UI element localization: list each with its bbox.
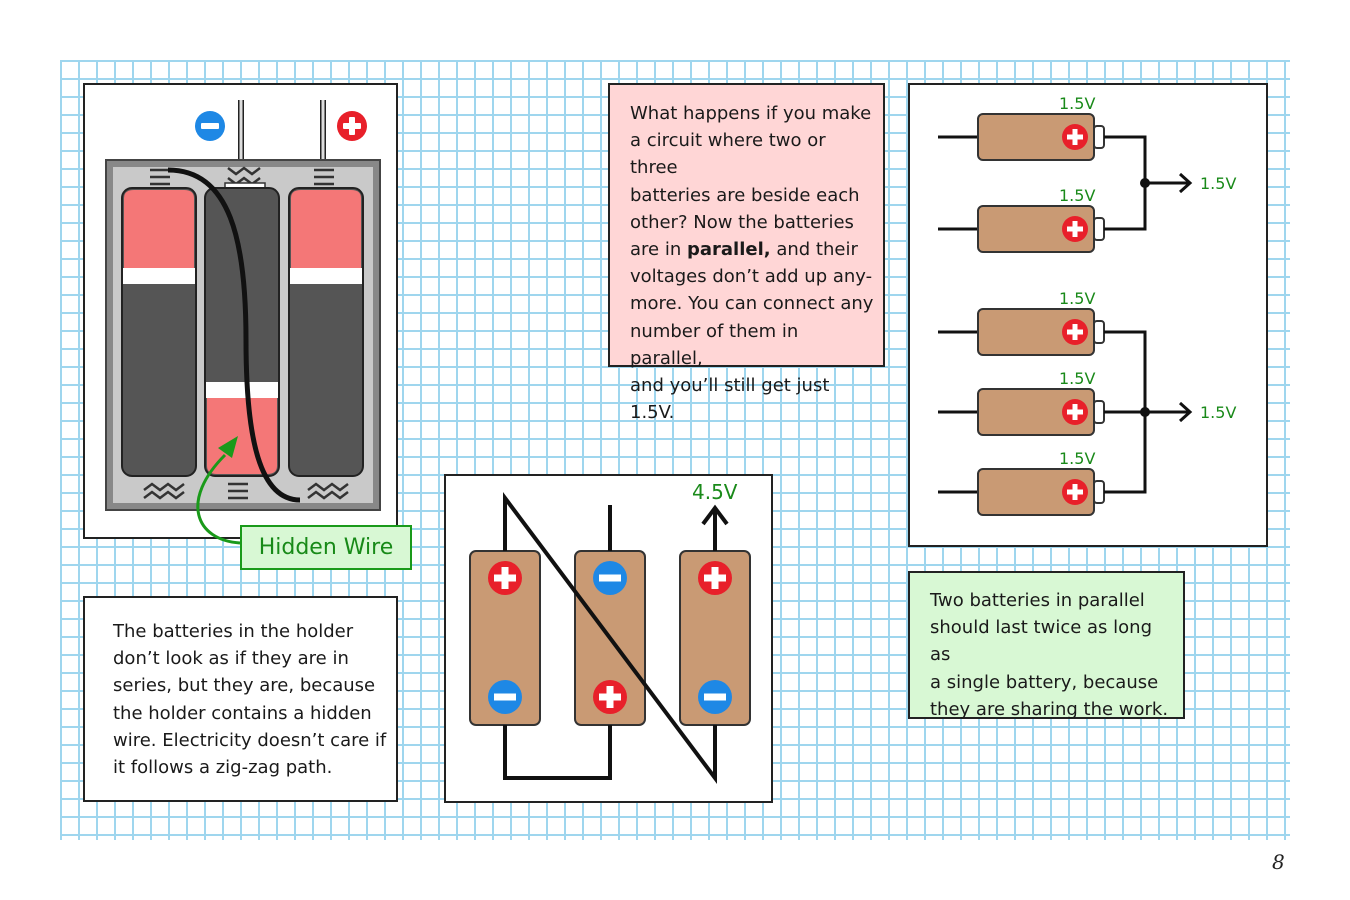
junction-dot [1140,178,1150,188]
text-line: What happens if you make [630,103,872,124]
plus-icon [1072,324,1078,340]
text-line: more. You can connect any [630,293,874,315]
arrow-icon [1178,172,1193,194]
junction-dot [1140,407,1150,417]
hidden-wire-label: Hidden Wire [240,525,412,570]
parallel-circuit-diagram: 1.5V 1.5V 1.5V 1.5V 1.5V 1.5V 1.5V [938,94,1236,516]
battery-terminal [1093,480,1105,504]
arrow-icon [1178,401,1193,423]
series-voltage-label: 4.5V [692,480,738,504]
text-fragment: are in [630,239,687,261]
text-line: voltages don’t add up any- [630,266,873,288]
plus-icon [593,680,627,714]
text-line: they are sharing the work. [930,698,1169,720]
parallel-explanation-text: What happens if you make a circuit where… [630,100,875,426]
battery-holder-illustration [105,100,381,545]
holder-explanation-text: The batteries in the holder don’t look a… [113,618,388,781]
text-line: don’t look as if they are in [113,648,349,670]
text-line: a single battery, because [930,671,1159,693]
text-line: batteries are beside each [630,184,860,206]
plus-icon [1072,129,1078,145]
plus-icon [337,111,367,141]
text-line: The batteries in the holder [113,621,354,642]
series-zigzag-diagram: 4.5V [469,480,751,784]
holder-text-panel [83,596,398,802]
text-line: should last twice as long as [930,617,1152,666]
minus-icon [195,111,225,141]
battery-terminal [1093,217,1105,241]
parallel-text-panel [608,83,885,367]
text-line: a circuit where two or three [630,130,826,179]
text-line: series, but they are, because [113,675,376,697]
bold-word: parallel, [686,239,771,261]
battery-voltage-label: 1.5V [1059,449,1095,468]
minus-icon [488,680,522,714]
battery-terminal [1093,320,1105,344]
green-note-text: Two batteries in parallel should last tw… [930,587,1175,723]
text-fragment: and their [770,239,858,261]
plus-icon [1072,484,1078,500]
green-note-panel [908,571,1185,719]
battery-terminal [1093,125,1105,149]
plus-icon [1072,404,1078,420]
text-line: the holder contains a hidden [113,702,372,724]
battery-voltage-label: 1.5V [1059,186,1095,205]
battery-terminal [1093,400,1105,424]
output-voltage-label: 1.5V [1200,174,1236,193]
battery-voltage-label: 1.5V [1059,369,1095,388]
wire [1104,135,1147,231]
battery-voltage-label: 1.5V [1059,289,1095,308]
output-voltage-label: 1.5V [1200,403,1236,422]
minus-icon [593,561,627,595]
plus-icon [1072,221,1078,237]
plus-icon [698,561,732,595]
text-line: and you’ll still get just 1.5V. [630,375,830,424]
text-line: other? Now the batteries [630,211,854,233]
text-line: it follows a zig-zag path. [113,757,333,779]
text-line: wire. Electricity doesn’t care if [113,729,387,751]
battery-voltage-label: 1.5V [1059,94,1095,113]
text-line: Two batteries in parallel [930,590,1145,611]
text-line: number of them in parallel, [630,320,799,369]
plus-icon [488,561,522,595]
page-number: 8 [1272,850,1285,874]
text-line-with-bold: are in parallel, and their [630,236,875,263]
minus-icon [698,680,732,714]
